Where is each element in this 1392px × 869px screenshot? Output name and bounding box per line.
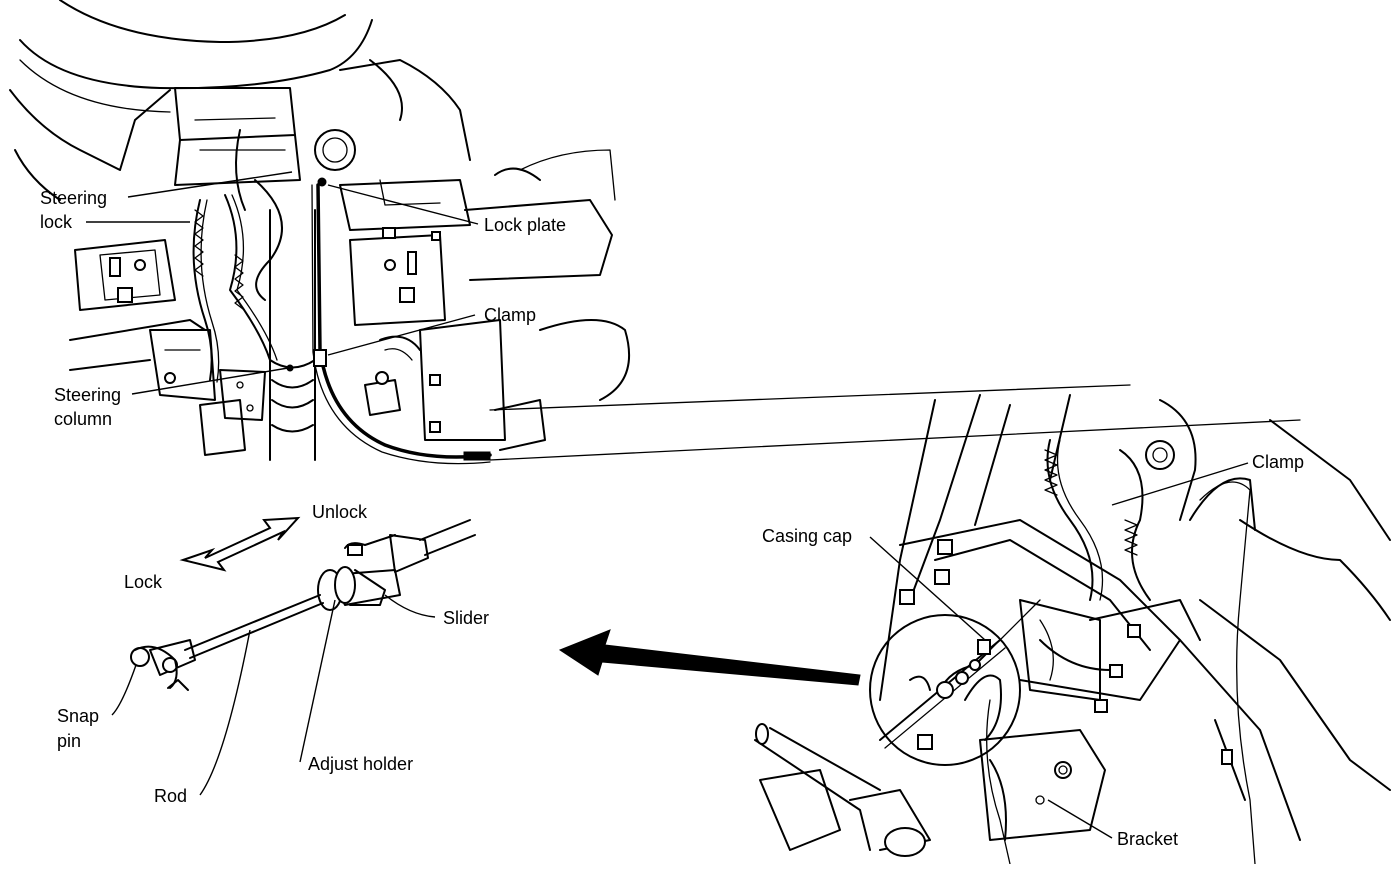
label-snap-pin-line2: pin bbox=[57, 731, 81, 751]
label-steering-column-line1: Steering bbox=[54, 385, 121, 405]
label-lock-plate: Lock plate bbox=[484, 215, 566, 235]
label-lock: Lock bbox=[124, 572, 163, 592]
label-rod: Rod bbox=[154, 786, 187, 806]
labels: Steering lock Lock plate Clamp Steering … bbox=[40, 188, 1304, 849]
direction-arrow-icon bbox=[558, 629, 861, 686]
label-steering-lock-line1: Steering bbox=[40, 188, 107, 208]
lock-unlock-arrow bbox=[179, 516, 301, 572]
label-steering-lock-line2: lock bbox=[40, 212, 73, 232]
label-snap-pin-line1: Snap bbox=[57, 706, 99, 726]
label-clamp-top: Clamp bbox=[484, 305, 536, 325]
view-connector-lines bbox=[489, 384, 1301, 461]
label-bracket: Bracket bbox=[1117, 829, 1178, 849]
label-casing-cap: Casing cap bbox=[762, 526, 852, 546]
label-slider: Slider bbox=[443, 608, 489, 628]
detail-magnifier-circle bbox=[869, 614, 1021, 766]
label-clamp-right: Clamp bbox=[1252, 452, 1304, 472]
label-steering-column-line2: column bbox=[54, 409, 112, 429]
bracket-assembly-drawing bbox=[754, 394, 1391, 865]
cable-detail-drawing bbox=[130, 516, 476, 691]
leader-lines bbox=[86, 171, 1249, 839]
steering-column-assembly-drawing bbox=[9, 0, 631, 465]
label-unlock: Unlock bbox=[312, 502, 368, 522]
label-adjust-holder: Adjust holder bbox=[308, 754, 413, 774]
